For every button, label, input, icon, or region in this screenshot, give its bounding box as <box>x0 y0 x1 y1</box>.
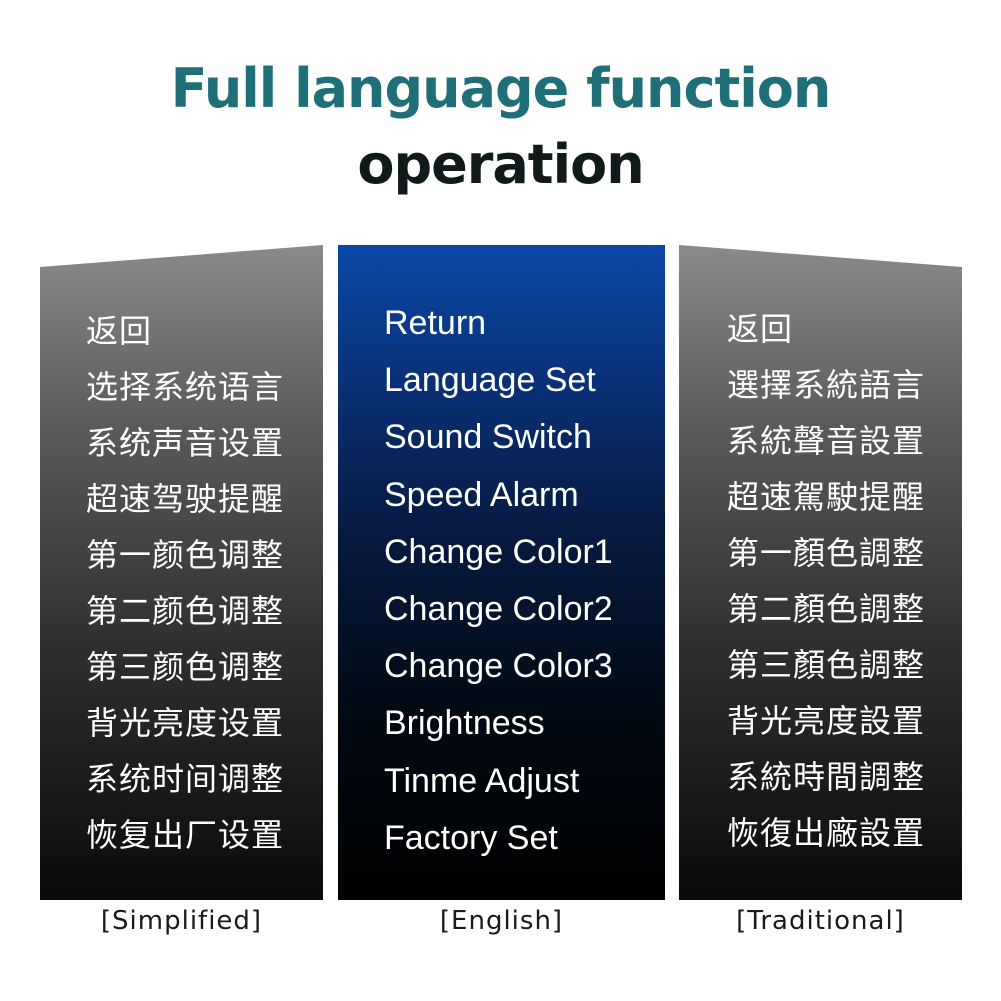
traditional-menu-list: 返回 選擇系統語言 系統聲音設置 超速駕駛提醒 第一顏色調整 第二顏色調整 第三… <box>727 301 925 861</box>
english-menu-item-color-3: Change Color3 <box>384 647 613 686</box>
english-menu-item-color-1: Change Color1 <box>384 532 613 571</box>
simplified-menu-item-color-3: 第三颜色调整 <box>86 648 285 686</box>
simplified-menu-item-factory-reset: 恢复出厂设置 <box>86 816 285 854</box>
simplified-menu-panel: 返回 选择系统语言 系统声音设置 超速驾驶提醒 第一颜色调整 第二颜色调整 第三… <box>40 245 323 900</box>
simplified-menu-item-color-1: 第一颜色调整 <box>86 536 285 574</box>
simplified-menu-item-color-2: 第二颜色调整 <box>86 592 285 630</box>
traditional-menu-item-return: 返回 <box>727 310 794 348</box>
simplified-menu-list: 返回 选择系统语言 系统声音设置 超速驾驶提醒 第一颜色调整 第二颜色调整 第三… <box>86 303 284 863</box>
traditional-menu-item-color-1: 第一顏色調整 <box>727 534 926 572</box>
traditional-menu-item-sound: 系統聲音設置 <box>727 422 926 460</box>
english-menu-item-sound: Sound Switch <box>384 418 592 457</box>
simplified-menu-item-speed-alarm: 超速驾驶提醒 <box>86 480 285 518</box>
english-menu-panel: Return Language Set Sound Switch Speed A… <box>338 245 665 900</box>
title-line-2: operation <box>357 133 644 196</box>
english-menu-item-color-2: Change Color2 <box>384 589 613 628</box>
title-line-1: Full language function <box>170 57 832 120</box>
simplified-menu-item-brightness: 背光亮度设置 <box>86 704 285 742</box>
english-menu-item-brightness: Brightness <box>384 704 545 743</box>
simplified-menu-item-sound: 系统声音设置 <box>86 424 285 462</box>
simplified-menu-item-language: 选择系统语言 <box>86 368 285 406</box>
english-menu-item-return: Return <box>384 304 487 342</box>
simplified-menu-item-time: 系统时间调整 <box>86 760 285 798</box>
english-menu-list: Return Language Set Sound Switch Speed A… <box>384 295 613 867</box>
simplified-menu-item-return: 返回 <box>86 312 153 350</box>
traditional-menu-item-color-2: 第二顏色調整 <box>727 590 926 628</box>
english-menu-item-time: Tinme Adjust <box>384 761 580 800</box>
english-menu-item-speed-alarm: Speed Alarm <box>384 475 579 514</box>
traditional-menu-item-brightness: 背光亮度設置 <box>727 702 926 740</box>
english-caption: [English] <box>439 906 564 936</box>
traditional-caption: [Traditional] <box>736 906 905 936</box>
traditional-menu-item-factory-reset: 恢復出廠設置 <box>727 814 926 852</box>
english-menu-item-factory-reset: Factory Set <box>384 818 558 857</box>
traditional-menu-item-time: 系統時間調整 <box>727 758 926 796</box>
simplified-caption: [Simplified] <box>100 906 263 936</box>
traditional-menu-item-speed-alarm: 超速駕駛提醒 <box>727 478 926 516</box>
traditional-menu-item-color-3: 第三顏色調整 <box>727 646 926 684</box>
traditional-menu-panel: 返回 選擇系統語言 系統聲音設置 超速駕駛提醒 第一顏色調整 第二顏色調整 第三… <box>679 245 962 900</box>
traditional-menu-item-language: 選擇系統語言 <box>727 366 926 404</box>
english-menu-item-language: Language Set <box>384 361 596 400</box>
